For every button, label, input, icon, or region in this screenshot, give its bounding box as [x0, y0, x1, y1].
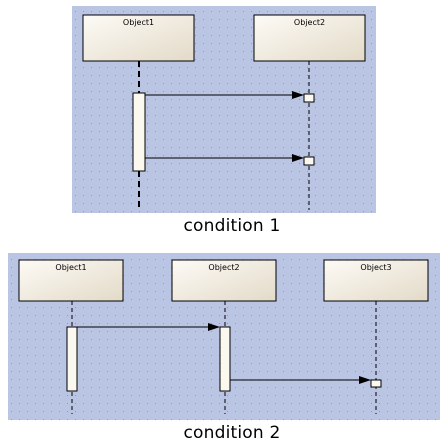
object2-activation-2[interactable]: [303, 156, 315, 166]
object2-box[interactable]: [253, 14, 366, 62]
diagram-condition-2: Object1 Object2 Object3: [8, 253, 440, 420]
object1-activation[interactable]: [132, 92, 146, 172]
object3-box[interactable]: [323, 259, 429, 302]
caption-condition-1: condition 1: [183, 216, 281, 236]
object1-label: Object1: [55, 263, 86, 272]
object2-activation-1[interactable]: [303, 93, 315, 103]
object1-label: Object1: [123, 18, 154, 27]
object3-label: Object3: [360, 263, 391, 272]
object2-box[interactable]: [171, 259, 277, 302]
object1-activation[interactable]: [66, 326, 78, 392]
object3-activation[interactable]: [370, 379, 382, 388]
caption-condition-2: condition 2: [183, 423, 281, 443]
diagram-condition-1: Object1 Object2: [72, 6, 376, 213]
object1-box[interactable]: [18, 259, 124, 302]
object2-label: Object2: [208, 263, 239, 272]
object2-label: Object2: [294, 18, 325, 27]
object2-activation[interactable]: [219, 326, 231, 392]
